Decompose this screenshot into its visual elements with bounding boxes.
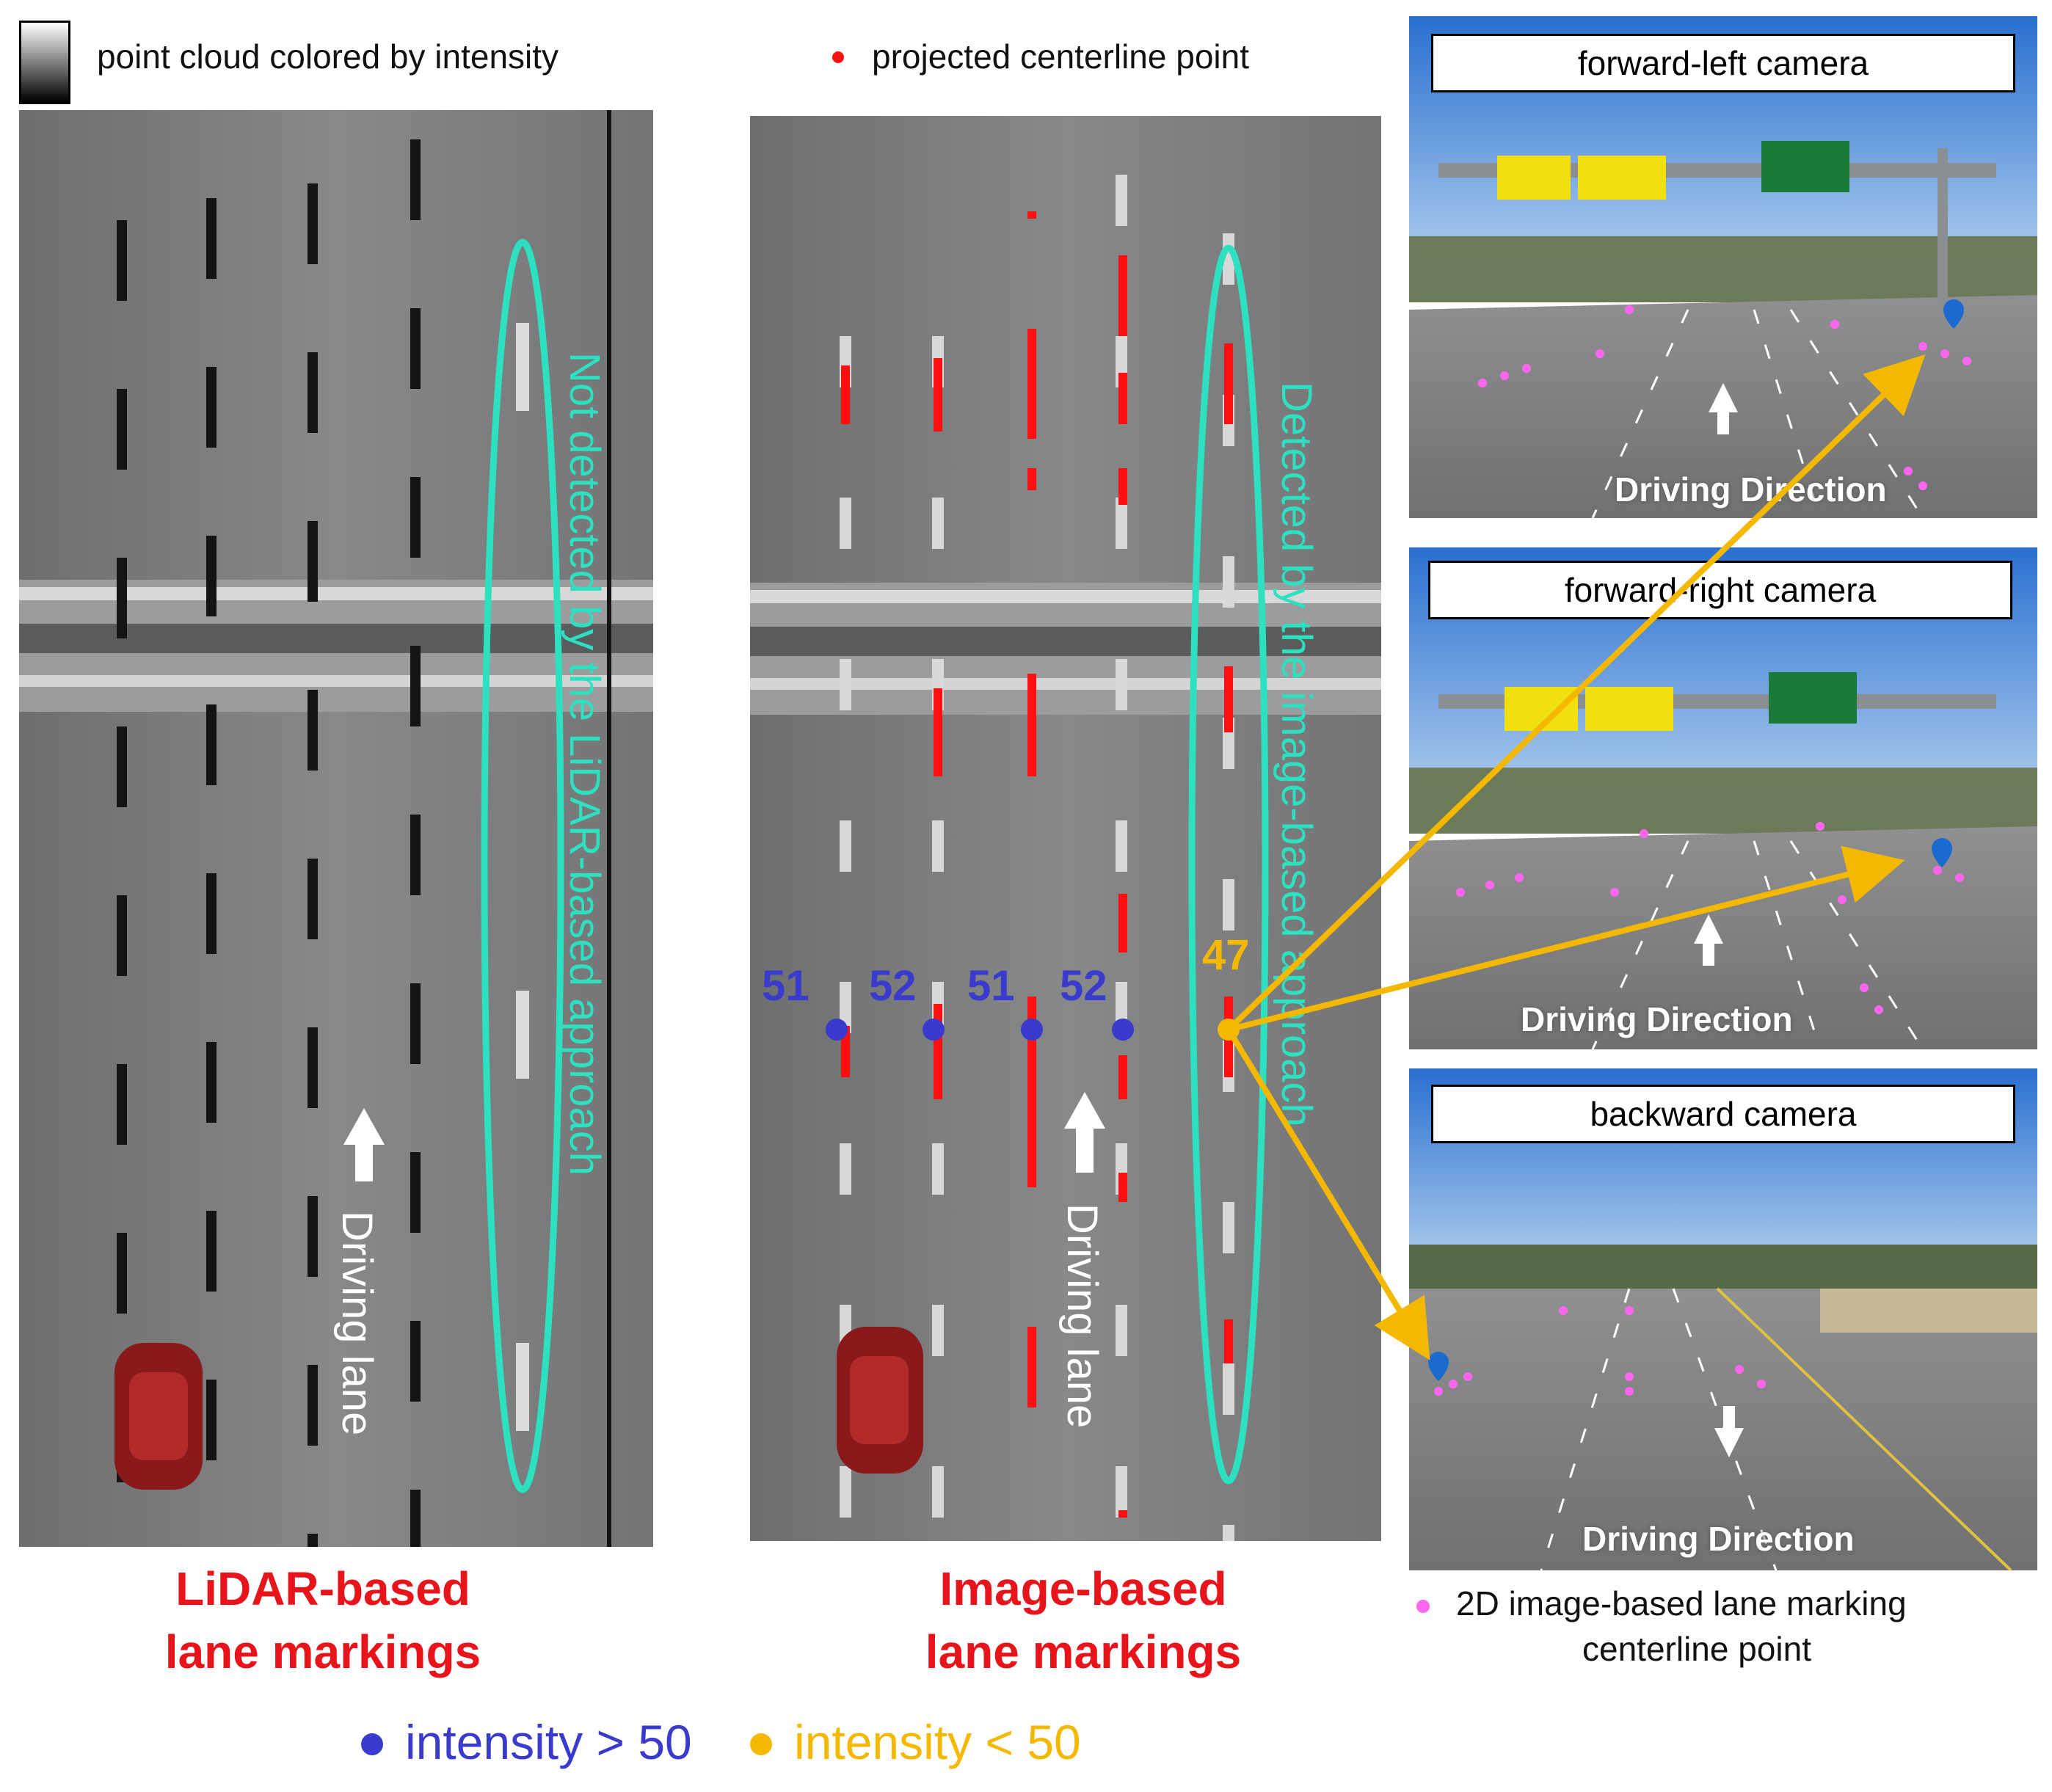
car-icon: [114, 1343, 203, 1490]
image-panel-canvas: [750, 116, 1381, 1541]
intensity-label-5: 47: [1202, 931, 1250, 979]
lidar-panel-canvas: [19, 110, 653, 1547]
forward-right-camera-label: forward-right camera: [1428, 561, 2012, 619]
intensity-point-52b: [1112, 1019, 1134, 1041]
high-intensity-marker: [361, 1733, 383, 1755]
intensity-legend-label: point cloud colored by intensity: [97, 37, 559, 76]
forward-left-direction: Driving Direction: [1615, 470, 1887, 509]
pink-point-marker: [1416, 1600, 1430, 1613]
forward-right-direction: Driving Direction: [1521, 1000, 1793, 1038]
pink-legend-line2: centerline point: [1582, 1630, 1811, 1668]
intensity-colorbar: [19, 21, 70, 104]
location-pin-icon: [1428, 1352, 1449, 1381]
backward-direction: Driving Direction: [1582, 1520, 1855, 1558]
lidar-panel: [19, 110, 653, 1547]
backward-camera-label: backward camera: [1431, 1085, 2015, 1143]
location-pin-icon: [1943, 299, 1964, 329]
intensity-point-52a: [923, 1019, 945, 1041]
high-intensity-label: intensity > 50: [405, 1715, 692, 1769]
pink-legend-line1: 2D image-based lane marking: [1456, 1584, 1907, 1622]
intensity-label-3: 51: [967, 962, 1015, 1010]
lidar-panel-title-line2: lane markings: [164, 1625, 481, 1678]
forward-left-camera-label: forward-left camera: [1431, 34, 2015, 92]
projected-point-marker: [832, 51, 844, 63]
intensity-label-1: 51: [762, 962, 809, 1010]
low-intensity-label: intensity < 50: [794, 1715, 1081, 1769]
image-panel: [750, 116, 1381, 1541]
projected-legend-label: projected centerline point: [872, 37, 1249, 76]
intensity-point-51a: [826, 1019, 848, 1041]
intensity-label-4: 52: [1060, 962, 1107, 1010]
image-panel-title-line1: Image-based: [939, 1562, 1227, 1615]
car-icon: [837, 1327, 923, 1474]
lidar-panel-title-line1: LiDAR-based: [175, 1562, 470, 1615]
intensity-label-2: 52: [869, 962, 917, 1010]
intensity-point-51b: [1021, 1019, 1043, 1041]
location-pin-icon: [1932, 838, 1952, 867]
image-panel-title-line2: lane markings: [925, 1625, 1242, 1678]
low-intensity-marker: [750, 1733, 772, 1755]
